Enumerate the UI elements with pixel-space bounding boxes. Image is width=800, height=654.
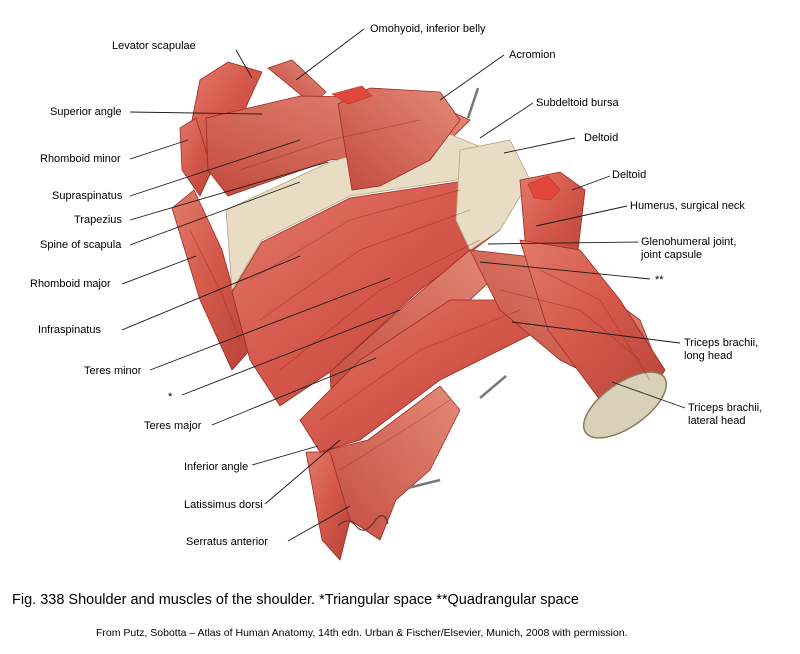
- label-latissimus-dorsi: Latissimus dorsi: [184, 499, 263, 511]
- label-supraspinatus: Supraspinatus: [52, 190, 123, 202]
- label-subdeltoid-bursa: Subdeltoid bursa: [536, 97, 619, 109]
- label-serratus-anterior: Serratus anterior: [186, 536, 268, 548]
- label-omohyoid: Omohyoid, inferior belly: [370, 23, 486, 35]
- label-deltoid-2: Deltoid: [612, 169, 646, 181]
- label-quadrangular-space-marker: **: [655, 274, 664, 286]
- omohyoid-muscle: [267, 59, 327, 105]
- label-teres-minor: Teres minor: [84, 365, 142, 377]
- labels: Levator scapulae Omohyoid, inferior bell…: [30, 23, 762, 548]
- artist-signature: [337, 514, 389, 531]
- label-spine-of-scapula: Spine of scapula: [40, 239, 122, 251]
- label-triangular-space-marker: *: [168, 391, 173, 403]
- label-trapezius: Trapezius: [74, 214, 122, 226]
- deltoid-muscle: [337, 87, 461, 191]
- label-infraspinatus: Infraspinatus: [38, 324, 101, 336]
- label-acromion: Acromion: [509, 49, 555, 61]
- latissimus-dorsi-muscle: [319, 385, 461, 541]
- cut-surface-trapezius: [331, 85, 373, 105]
- label-triceps-lateral-1: Triceps brachii,: [688, 402, 762, 414]
- label-teres-major: Teres major: [144, 420, 202, 432]
- source-credit: From Putz, Sobotta – Atlas of Human Anat…: [96, 627, 628, 639]
- figure-caption: Fig. 338 Shoulder and muscles of the sho…: [12, 592, 579, 608]
- arm-cut-surface: [582, 371, 668, 439]
- label-levator-scapulae: Levator scapulae: [112, 40, 196, 52]
- probe-mid: [479, 375, 507, 399]
- label-inferior-angle: Inferior angle: [184, 461, 248, 473]
- label-triceps-long-2: long head: [684, 350, 732, 362]
- probe-low: [407, 478, 441, 490]
- leader-lines: [121, 28, 686, 542]
- label-triceps-long-1: Triceps brachii,: [684, 337, 758, 349]
- label-triceps-lateral-2: lateral head: [688, 415, 746, 427]
- cut-surface-deltoid: [527, 175, 561, 201]
- humerus-bone: [455, 139, 531, 251]
- label-glenohumeral-2: joint capsule: [640, 249, 702, 261]
- label-glenohumeral-1: Glenohumeral joint,: [641, 236, 736, 248]
- label-rhomboid-major: Rhomboid major: [30, 278, 111, 290]
- label-superior-angle: Superior angle: [50, 106, 122, 118]
- label-humerus-surgical-neck: Humerus, surgical neck: [630, 200, 745, 212]
- label-rhomboid-minor: Rhomboid minor: [40, 153, 121, 165]
- probe-top: [466, 87, 480, 119]
- label-deltoid-1: Deltoid: [584, 132, 618, 144]
